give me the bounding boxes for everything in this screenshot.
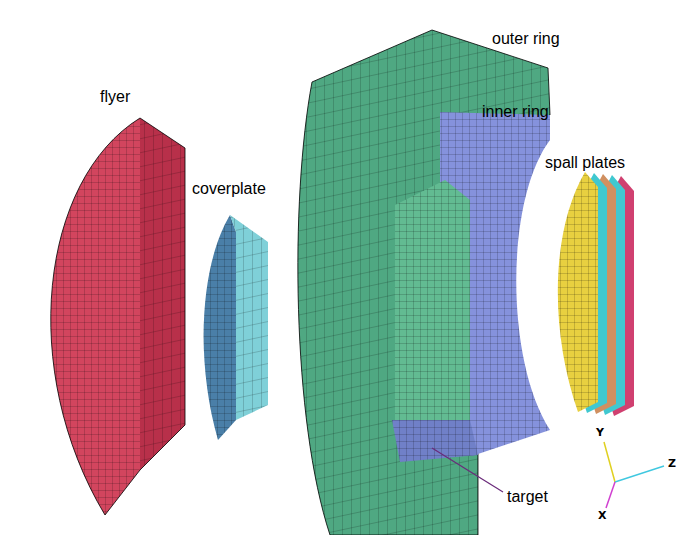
part-label: outer ring [492,30,560,48]
part-label: inner ring [482,103,549,121]
axis-label: X [598,510,606,522]
coverplate-part [204,215,268,440]
part-label: coverplate [192,180,266,198]
axis-label: Z [668,458,676,470]
spall-plates-part [558,172,634,416]
axis-triad [604,442,664,508]
axis-label: Y [596,427,604,439]
flyer-part [51,118,185,515]
outer-ring-part [298,30,550,535]
part-label: spall plates [545,154,625,172]
target-part [392,180,503,492]
leader-line [432,448,503,492]
part-label: target [507,488,548,506]
part-label: flyer [100,88,130,106]
